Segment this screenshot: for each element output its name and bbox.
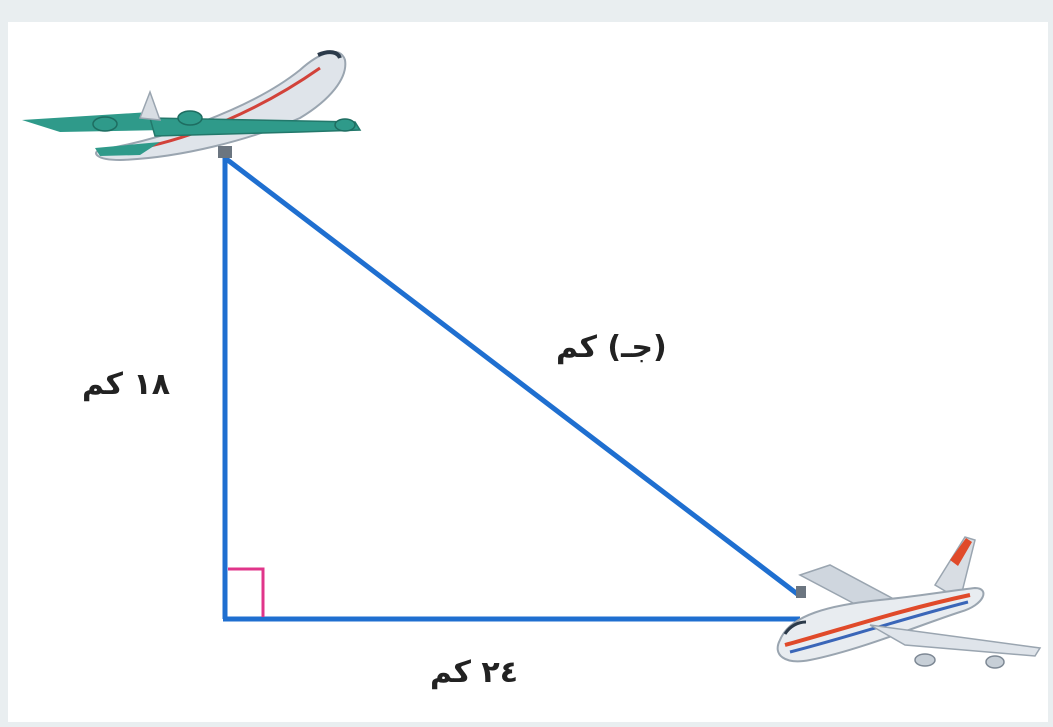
right-angle-mark bbox=[228, 567, 265, 617]
hypotenuse-label: (جـ) كم bbox=[556, 330, 667, 365]
airplane-top-icon bbox=[22, 50, 362, 162]
hypotenuse-side bbox=[223, 156, 802, 598]
horizontal-side-label: ٢٤ كم bbox=[430, 655, 519, 690]
airplane-bottom-icon bbox=[776, 536, 1042, 669]
vertical-side-label: ١٨ كم bbox=[82, 367, 171, 402]
